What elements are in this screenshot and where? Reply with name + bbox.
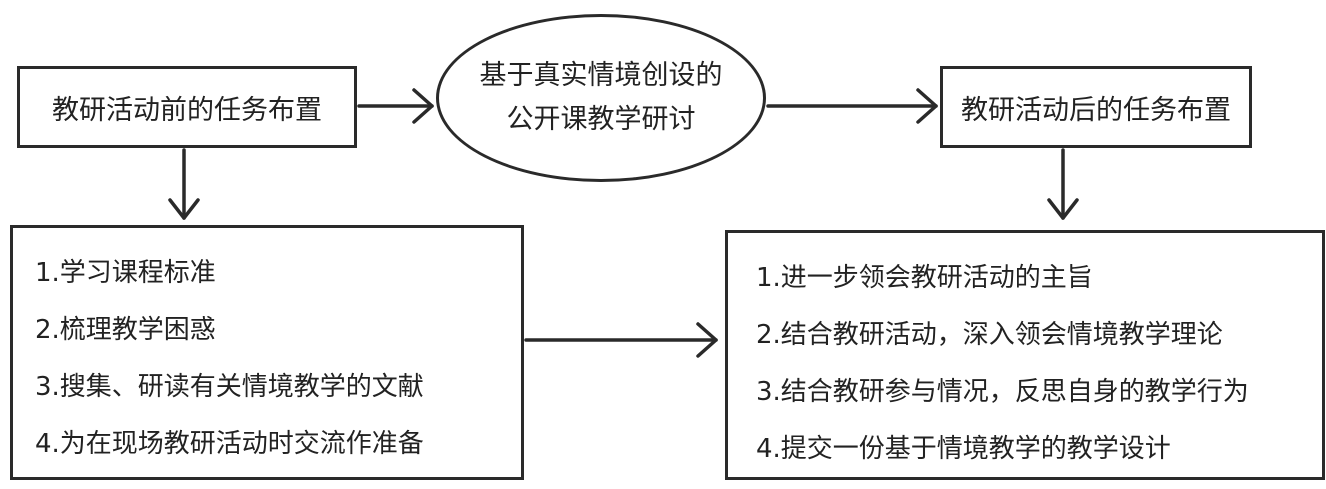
center-line-2: 公开课教学研讨 bbox=[506, 104, 696, 135]
post-task-item-4: 4.提交一份基于情境教学的教学设计 bbox=[756, 434, 1171, 464]
post-activity-task-list: 1.进一步领会教研活动的主旨 2.结合教研活动，深入领会情境教学理论 3.结合教… bbox=[725, 230, 1325, 480]
post-activity-task-title: 教研活动后的任务布置 bbox=[961, 94, 1231, 126]
arrow-center-to-post bbox=[766, 88, 938, 124]
center-ellipse: 基于真实情境创设的 公开课教学研讨 bbox=[436, 14, 766, 182]
post-task-item-1: 1.进一步领会教研活动的主旨 bbox=[756, 263, 1093, 293]
pre-activity-task-list: 1.学习课程标准 2.梳理教学困惑 3.搜集、研读有关情境教学的文献 4.为在现… bbox=[10, 225, 524, 480]
arrow-pre-down bbox=[168, 148, 200, 220]
arrow-post-down bbox=[1047, 148, 1079, 220]
arrow-pre-list-to-post-list bbox=[524, 322, 718, 358]
pre-activity-task-box: 教研活动前的任务布置 bbox=[17, 66, 357, 148]
post-task-item-2: 2.结合教研活动，深入领会情境教学理论 bbox=[756, 320, 1223, 350]
post-activity-task-box: 教研活动后的任务布置 bbox=[940, 66, 1252, 148]
pre-activity-task-title: 教研活动前的任务布置 bbox=[52, 94, 322, 126]
center-line-1: 基于真实情境创设的 bbox=[479, 60, 723, 91]
pre-task-item-4: 4.为在现场教研活动时交流作准备 bbox=[35, 429, 424, 459]
pre-task-item-1: 1.学习课程标准 bbox=[35, 258, 216, 288]
pre-task-item-2: 2.梳理教学困惑 bbox=[35, 315, 216, 345]
post-task-item-3: 3.结合教研参与情况，反思自身的教学行为 bbox=[756, 377, 1249, 407]
arrow-pre-to-center bbox=[357, 88, 434, 124]
pre-task-item-3: 3.搜集、研读有关情境教学的文献 bbox=[35, 372, 424, 402]
